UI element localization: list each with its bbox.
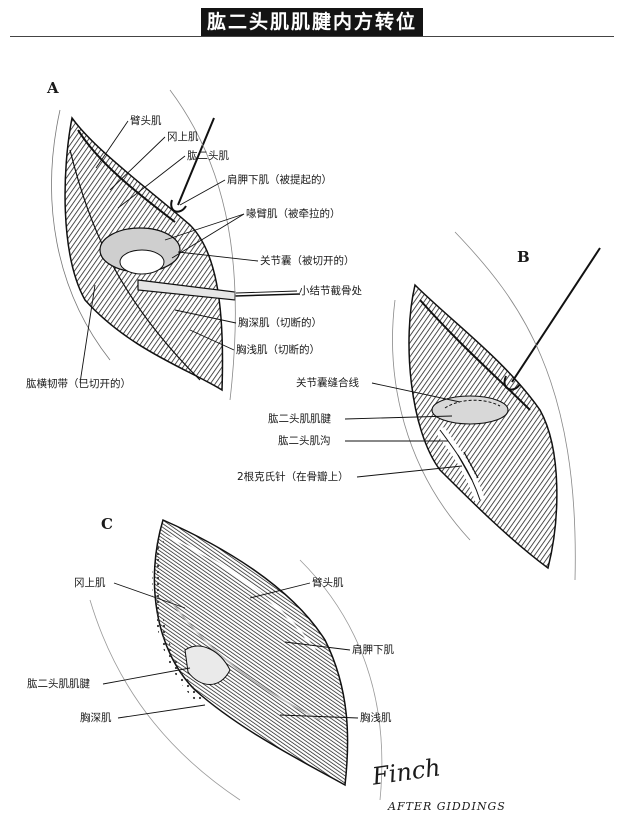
label-a-biceps: 肱二头肌 xyxy=(187,150,229,162)
label-c-subscapularis: 肩胛下肌 xyxy=(352,644,394,656)
page-title: 肱二头肌肌腱内方转位 xyxy=(201,8,423,36)
panel-c-incision xyxy=(153,518,349,787)
panel-c-drawing xyxy=(89,518,383,801)
label-a-coracobrachialis: 喙臂肌（被牵拉的） xyxy=(246,208,341,220)
leader-lines xyxy=(79,120,463,719)
signature-credit: AFTER GIDDINGS xyxy=(388,800,506,813)
label-a-pectoralis-profundus: 胸深肌（切断的） xyxy=(238,317,322,329)
title-rule xyxy=(10,36,614,37)
label-a-biceps-long-head: 臂头肌 xyxy=(130,115,162,127)
label-a-supraspinatus: 冈上肌 xyxy=(167,131,199,143)
label-c-biceps-long-head: 臂头肌 xyxy=(312,577,344,589)
panel-a-drawing xyxy=(51,89,301,401)
label-c-pectoralis-superficialis: 胸浅肌 xyxy=(360,712,392,724)
panel-c-tendon xyxy=(184,645,231,685)
panel-b-letter: B xyxy=(517,248,530,266)
panel-b-drawing xyxy=(392,231,601,581)
label-a-pectoralis-superficialis: 胸浅肌（切断的） xyxy=(236,344,320,356)
label-b-capsule-suture-line: 关节囊缝合线 xyxy=(296,377,359,389)
label-b-biceps-tendon: 肱二头肌肌腱 xyxy=(268,413,331,425)
label-c-pectoralis-profundus: 胸深肌 xyxy=(80,712,112,724)
label-a-lesser-tubercle: 小结节截骨处 xyxy=(299,285,362,297)
panel-c-letter: C xyxy=(101,515,113,533)
panel-a-letter: A xyxy=(47,79,59,97)
label-b-k-wires: 2根克氏针（在骨瓣上） xyxy=(237,471,349,483)
panel-b-retractor xyxy=(511,247,601,383)
label-b-biceps-groove: 肱二头肌沟 xyxy=(278,435,331,447)
label-a-joint-capsule: 关节囊（被切开的） xyxy=(260,255,355,267)
label-a-subscapularis: 肩胛下肌（被提起的） xyxy=(227,174,332,186)
label-c-supraspinatus: 冈上肌 xyxy=(74,577,106,589)
panel-a-retractor xyxy=(177,117,215,206)
label-c-biceps-tendon: 肱二头肌肌腱 xyxy=(27,678,90,690)
panel-b-incision xyxy=(408,283,558,570)
panel-b-joint xyxy=(431,395,509,425)
label-a-transverse-humeral-ligament: 肱横韧带（已切开的） xyxy=(26,378,131,390)
